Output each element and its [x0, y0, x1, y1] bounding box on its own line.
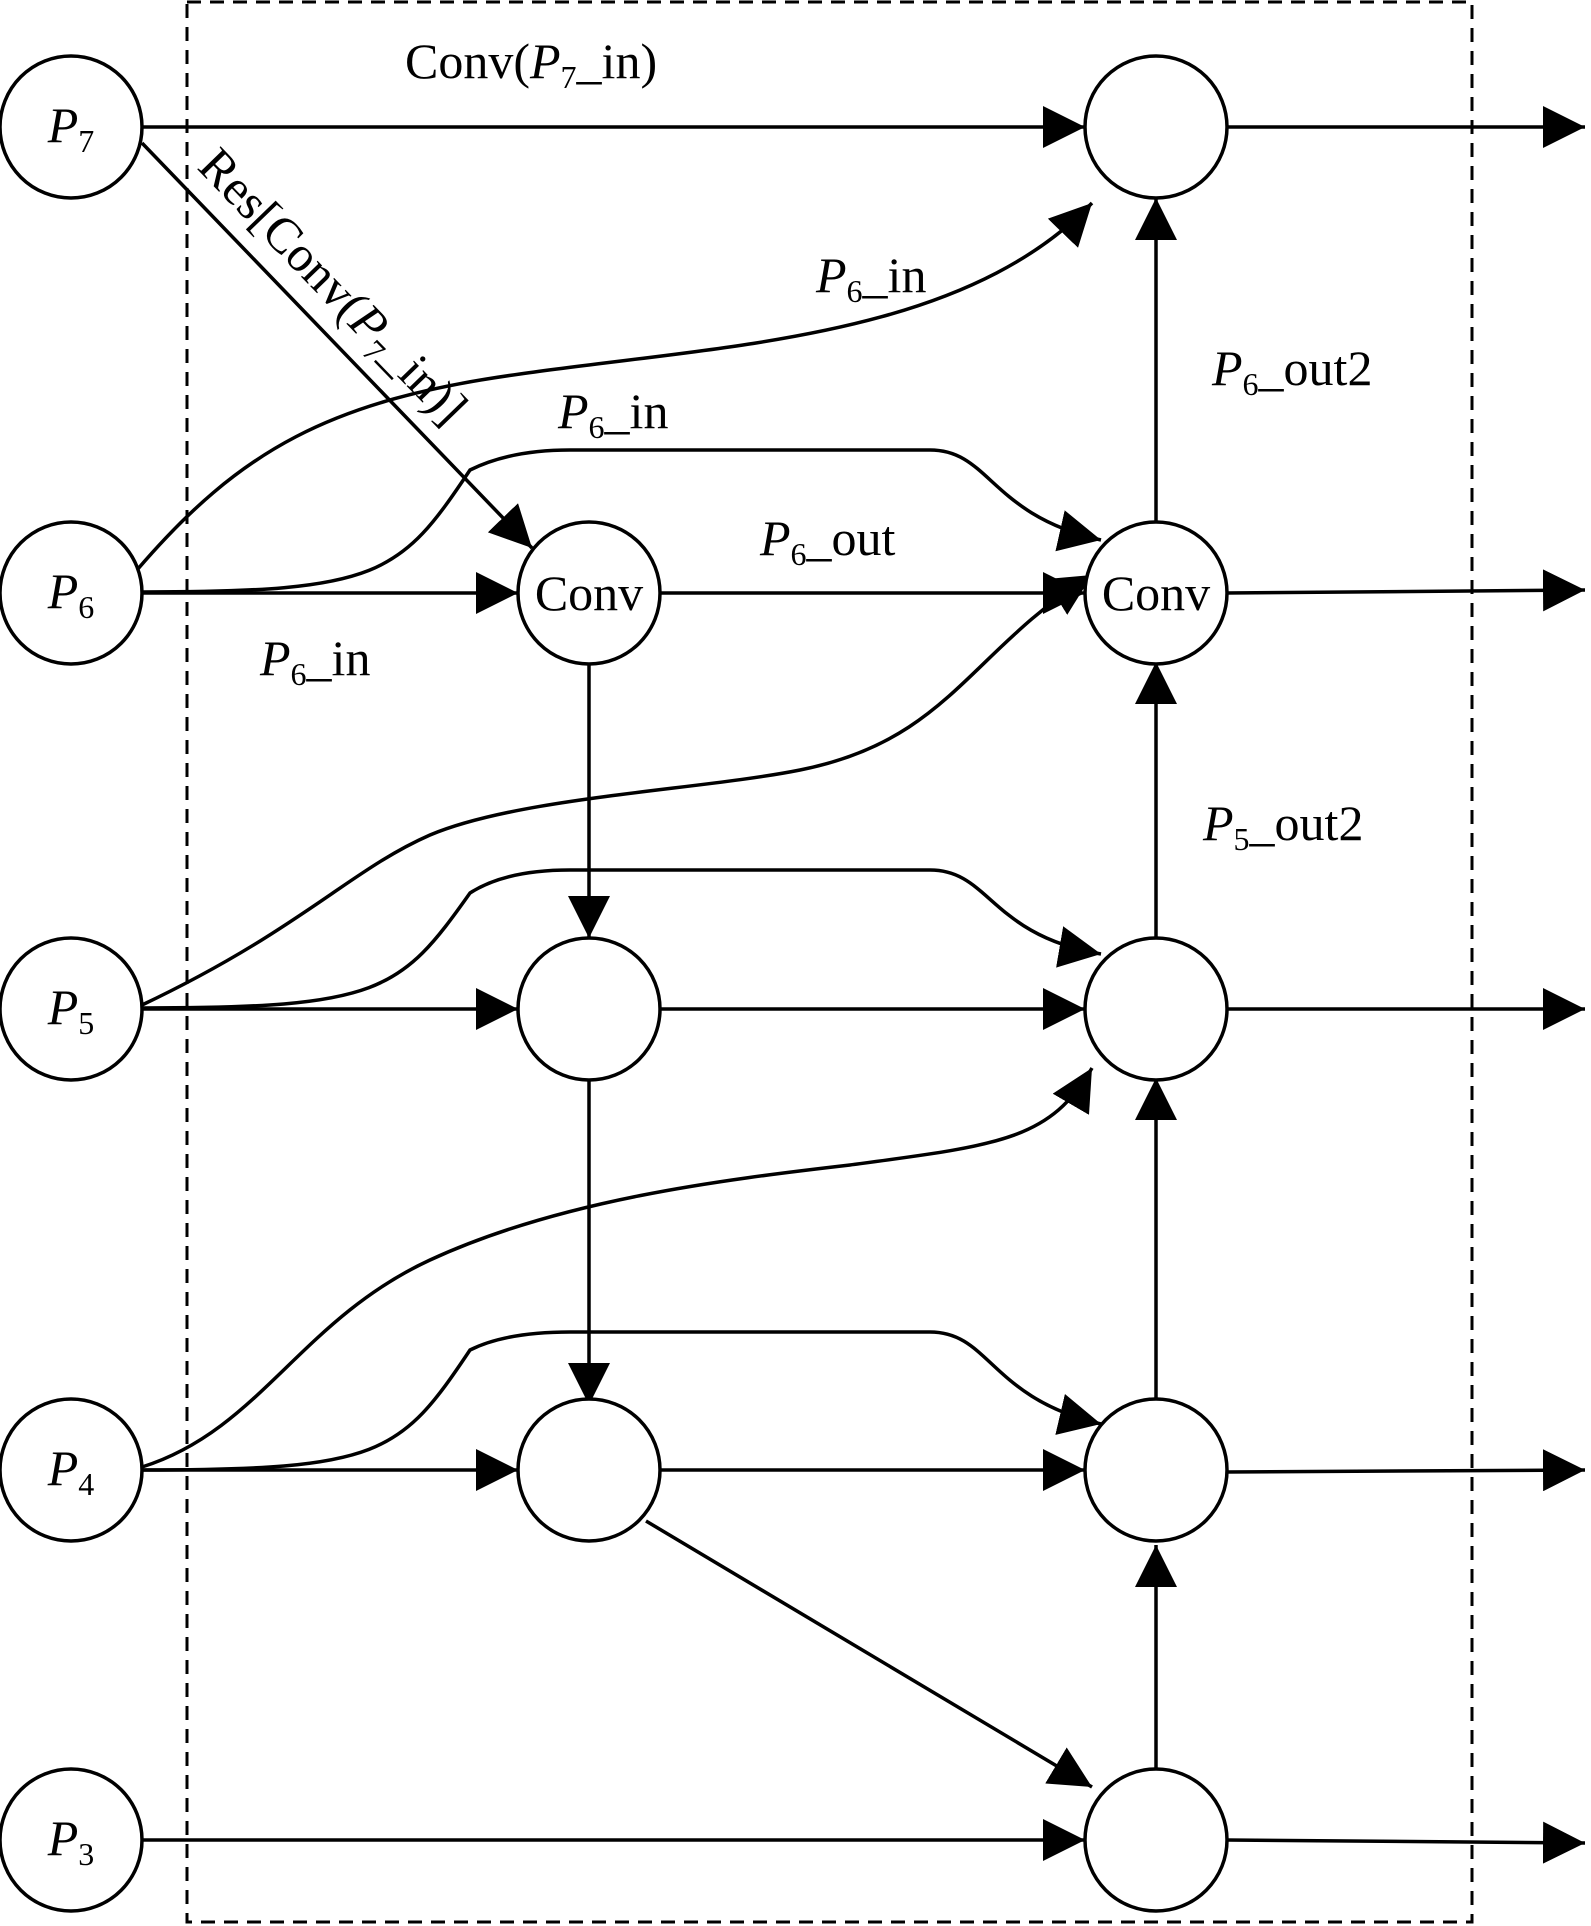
label-p5-out2: P5_out2	[1202, 795, 1363, 857]
edge-out-p6-output	[1225, 569, 1586, 612]
mid-node-p6: Conv	[516, 520, 662, 666]
edge-p4-to-out-p5	[141, 1067, 1094, 1469]
edge-p6-to-out-p7	[135, 201, 1094, 572]
input-node-p5-sub: 5	[78, 1005, 94, 1041]
label-conv-p7-in: Conv(P7_in)	[405, 33, 657, 95]
edges	[135, 106, 1586, 1864]
out-node-p6-label: Conv	[1102, 565, 1210, 621]
svg-text:P6: P6	[47, 563, 95, 625]
input-node-p6-sub: 6	[78, 589, 94, 625]
edge-p4-to-out-p4	[141, 1330, 1102, 1472]
out-node-p6: Conv	[1083, 520, 1229, 666]
input-node-p4-sub: 4	[78, 1466, 94, 1502]
input-node-p4: P4	[0, 1397, 144, 1543]
input-node-p3: P3	[0, 1767, 144, 1913]
mid-node-p5	[516, 936, 662, 1082]
input-node-p7-sub: 7	[78, 123, 94, 159]
label-p6-in-lower: P6_in	[259, 630, 370, 692]
out-node-p3	[1083, 1767, 1229, 1913]
label-residual: Res[Conv(P7_in)]	[184, 137, 479, 439]
svg-text:P5: P5	[47, 979, 95, 1041]
input-node-p3-base: P	[47, 1810, 79, 1866]
svg-text:P4: P4	[47, 1440, 95, 1502]
edge-out-p4-output	[1225, 1449, 1586, 1492]
edge-p6-to-out-p6	[141, 448, 1102, 594]
edge-p7-residual-to-mid-p6	[140, 141, 534, 550]
input-node-p7-base: P	[47, 97, 79, 153]
input-node-p5-base: P	[47, 979, 79, 1035]
label-p6-out: P6_out	[759, 510, 896, 572]
mid-node-p6-label: Conv	[535, 565, 643, 621]
out-node-p7	[1083, 54, 1229, 200]
svg-text:P7: P7	[47, 97, 95, 159]
edge-mid-p4-to-out-p3	[645, 1519, 1093, 1789]
input-node-p6-base: P	[47, 563, 79, 619]
out-node-p4	[1083, 1397, 1229, 1543]
input-node-p6: P6	[0, 520, 144, 666]
module-frame	[185, 0, 1474, 1924]
out-node-p5	[1083, 936, 1229, 1082]
edge-out-p3-output	[1225, 1821, 1586, 1864]
input-node-p3-sub: 3	[78, 1836, 94, 1872]
edge-p5-to-out-p5	[141, 868, 1102, 1010]
input-node-p4-base: P	[47, 1440, 79, 1496]
edge-p5-to-out-p6	[141, 573, 1093, 1007]
label-p6-in-middle: P6_in	[557, 383, 668, 445]
label-p6-out2: P6_out2	[1211, 340, 1372, 402]
label-p6-in-upper: P6_in	[815, 247, 926, 309]
mid-node-p4	[516, 1397, 662, 1543]
input-node-p7: P7	[0, 54, 144, 200]
input-node-p5: P5	[0, 936, 144, 1082]
svg-text:P3: P3	[47, 1810, 95, 1872]
